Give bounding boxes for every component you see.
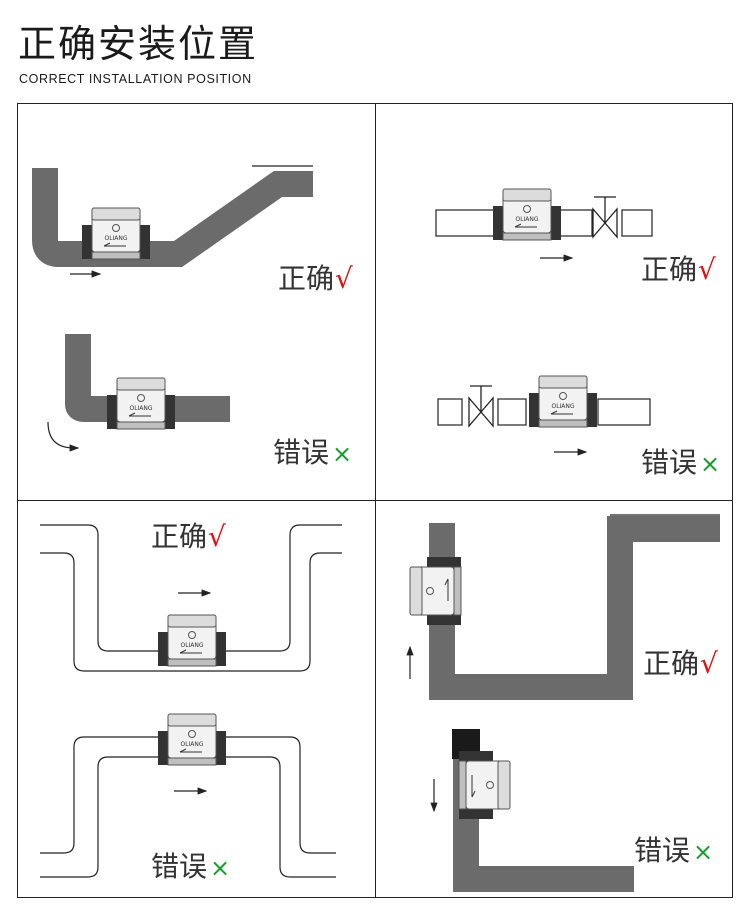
grid-divider-horizontal xyxy=(18,500,732,501)
flowmeter-7 xyxy=(409,556,462,626)
diagram-grid xyxy=(17,103,733,898)
panel-bottom-left xyxy=(40,524,342,878)
flowmeter-3 xyxy=(492,188,562,241)
label-correct: 正确√ xyxy=(278,262,353,295)
flowmeter-8 xyxy=(458,750,511,820)
flowmeter-1 xyxy=(81,207,151,260)
panel-top-left xyxy=(32,165,313,452)
label-wrong: 错误× xyxy=(641,446,721,479)
label-wrong: 错误× xyxy=(151,850,231,883)
panel-bottom-right xyxy=(406,514,720,892)
flow-arrow xyxy=(47,421,80,452)
label-correct: 正确√ xyxy=(151,520,226,553)
label-correct: 正确√ xyxy=(643,647,718,680)
flowmeter-6 xyxy=(157,713,227,766)
flowmeter-4 xyxy=(528,375,598,428)
pipe-wrong-1 xyxy=(65,334,230,422)
page-title: 正确安装位置 xyxy=(18,22,259,66)
pipe-correct-4 xyxy=(429,516,720,700)
flowmeter-2 xyxy=(106,377,176,430)
panel-top-right xyxy=(435,188,653,456)
label-correct: 正确√ xyxy=(641,253,716,286)
valve-1 xyxy=(592,196,618,238)
valve-2 xyxy=(468,385,494,427)
label-wrong: 错误× xyxy=(634,834,714,867)
flowmeter-5 xyxy=(157,614,227,667)
page-subtitle: CORRECT INSTALLATION POSITION xyxy=(19,72,252,86)
label-wrong: 错误× xyxy=(273,436,353,469)
